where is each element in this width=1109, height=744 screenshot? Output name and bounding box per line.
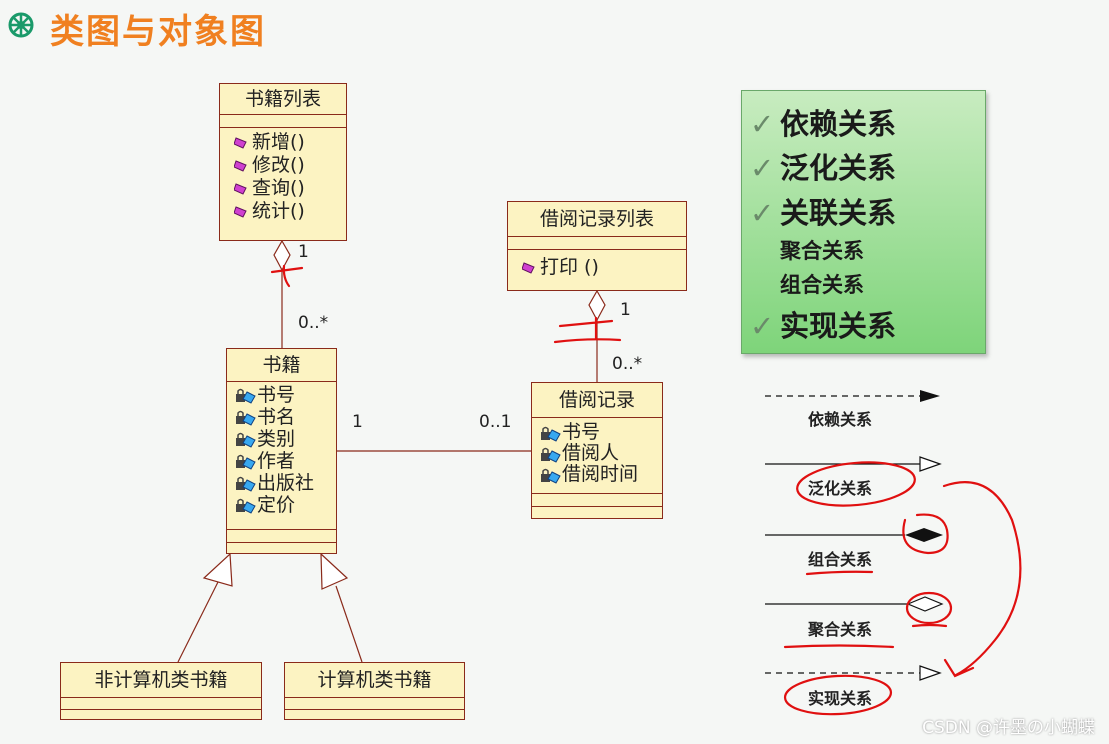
watermark: CSDN @许墨の小蝴蝶 [922,718,1095,738]
private-attribute-icon [236,410,256,426]
method-icon [234,137,247,149]
mult-booklist-one: 1 [298,242,309,262]
wheel-icon [8,12,34,38]
class-borrow-attributes: 书号 借阅人 借阅时间 [532,418,662,494]
legend-item-composition: 组合关系 [780,273,864,297]
legend-item-dependency: ✓依赖关系 [750,107,897,141]
class-borrow-methods [532,494,662,507]
composition-diamond [905,528,943,542]
attribute-row: 出版社 [227,472,336,494]
noncomputer-generalization-arrow [202,552,233,587]
legend-item-generalization: ✓泛化关系 [750,151,897,185]
dependency-arrowhead [920,390,940,402]
booklist-aggregation-diamond [273,239,291,272]
private-attribute-icon [236,388,256,404]
computer-generalization-arrow [320,552,349,590]
class-book[interactable]: 书籍 书号 书名 类别 作者 出版社 定价 [226,348,337,554]
method-icon [234,160,247,172]
check-icon: ✓ [750,196,775,230]
relationship-legend-box: ✓依赖关系 ✓泛化关系 ✓关联关系 聚合关系 组合关系 ✓实现关系 [741,90,986,354]
attribute-row: 书号 [532,422,662,443]
legend-item-realization: ✓实现关系 [750,309,897,343]
class-booklist[interactable]: 书籍列表 新增() 修改() 查询() 统计() [219,83,347,241]
page-title: 类图与对象图 [50,12,266,52]
aggregation-diamond [906,596,944,612]
class-borrowlist[interactable]: 借阅记录列表 打印 () [507,201,687,291]
private-attribute-icon [541,447,561,463]
annotation-tick-booklist [270,264,304,288]
label-composition: 组合关系 [808,550,873,569]
class-computer-attr-compartment [285,698,464,710]
legend-item-association: ✓关联关系 [750,196,897,230]
attribute-row: 借阅人 [532,443,662,464]
noncomputer-generalization-line [177,581,219,663]
annotation-circle-realization [783,674,893,716]
annotation-circle-generalization [796,461,916,507]
attribute-row: 定价 [227,494,336,516]
label-dependency: 依赖关系 [808,410,873,429]
private-attribute-icon [541,426,561,442]
method-row: 新增() [220,131,346,154]
method-icon [234,183,247,195]
class-booklist-attr-compartment [220,115,346,128]
method-icon [234,206,247,218]
mult-book-many: 0..* [298,313,329,333]
class-borrow-name: 借阅记录 [532,383,662,418]
realization-arrowhead [919,665,942,681]
class-borrow[interactable]: 借阅记录 书号 借阅人 借阅时间 [531,382,663,519]
mult-book-assoc: 1 [352,412,363,432]
class-book-methods [227,530,336,543]
class-borrowlist-methods: 打印 () [508,250,686,279]
annotation-curve-arrow [942,481,1022,678]
attribute-row: 借阅时间 [532,464,662,485]
private-attribute-icon [236,476,256,492]
mult-borrow-many: 0..* [612,354,643,374]
method-row: 查询() [220,177,346,200]
annotation-circle-aggregation [905,591,953,625]
label-realization: 实现关系 [808,689,873,708]
class-computer[interactable]: 计算机类书籍 [284,662,465,720]
annotation-underline-aggregation-label [783,644,895,649]
private-attribute-icon [541,468,561,484]
computer-generalization-line [335,585,363,663]
annotation-circle-composition [902,513,949,555]
private-attribute-icon [236,498,256,514]
generalization-arrowhead [919,456,942,472]
mult-borrow-assoc: 0..1 [479,412,512,432]
class-computer-name: 计算机类书籍 [285,663,464,698]
method-icon [522,262,535,274]
label-aggregation: 聚合关系 [808,620,873,639]
attribute-row: 类别 [227,428,336,450]
method-row: 修改() [220,154,346,177]
class-borrowlist-name: 借阅记录列表 [508,202,686,237]
class-book-attributes: 书号 书名 类别 作者 出版社 定价 [227,382,336,530]
method-row: 统计() [220,200,346,223]
class-booklist-methods: 新增() 修改() 查询() 统计() [220,128,346,223]
check-icon: ✓ [750,309,775,343]
private-attribute-icon [236,454,256,470]
annotation-underline-aggregation [911,623,948,628]
check-icon: ✓ [750,107,775,141]
legend-item-aggregation: 聚合关系 [780,239,864,263]
borrowlist-aggregation-diamond [588,289,606,322]
class-noncomputer-attr-compartment [61,698,261,710]
attribute-row: 书号 [227,384,336,406]
private-attribute-icon [236,432,256,448]
class-noncomputer-name: 非计算机类书籍 [61,663,261,698]
class-booklist-name: 书籍列表 [220,84,346,115]
annotation-underline-composition [805,570,874,576]
mult-borrowlist-one: 1 [620,300,631,320]
method-row: 打印 () [508,256,686,279]
attribute-row: 书名 [227,406,336,428]
annotation-tick-borrowlist [553,316,622,344]
class-noncomputer[interactable]: 非计算机类书籍 [60,662,262,720]
label-generalization: 泛化关系 [808,479,873,498]
attribute-row: 作者 [227,450,336,472]
class-borrowlist-attr-compartment [508,237,686,250]
check-icon: ✓ [750,151,775,185]
class-book-name: 书籍 [227,349,336,382]
